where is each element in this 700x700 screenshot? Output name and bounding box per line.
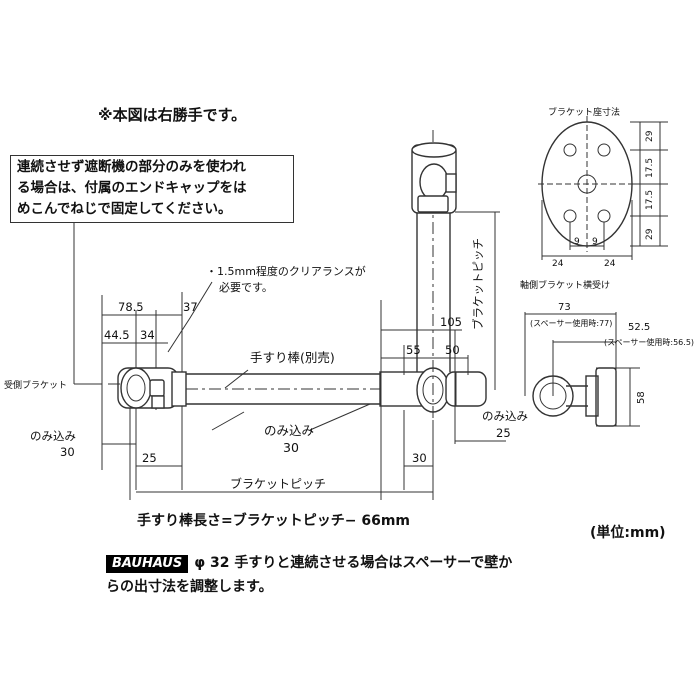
dim-73: 73 [558,302,571,313]
dim-30-mid: 30 [283,440,299,455]
clearance-note-1: ・1.5mm程度のクリアランスが [206,264,366,278]
dim-17-5-top: 17.5 [645,158,655,178]
dim-24-left: 24 [552,259,564,269]
dim-29-bottom: 29 [645,228,655,240]
dim-58: 58 [636,391,647,404]
dim-9-left: 9 [574,237,580,247]
dim-34: 34 [140,328,155,342]
end-cap-note-box: 連続させず遮断機の部分のみを使われ る場合は、付属のエンドキャップをは めこんで… [10,155,294,223]
handrail-bar-label: 手すり棒(別売) [250,350,335,365]
dim-78-5: 78.5 [118,300,144,314]
note-line-1: 連続させず遮断機の部分のみを使われ [17,159,246,175]
bar-length-formula: 手すり棒長さ=ブラケットピッチ− 66mm [137,513,410,529]
dim-105: 105 [440,315,462,329]
dim-24-right: 24 [604,259,616,269]
dim-25-left: 25 [142,451,157,465]
spacer-note-text: φ 32 手すりと連続させる場合はスペーサーで壁からの出寸法を調整します。 [106,555,513,595]
clearance-note-2: 必要です。 [219,281,273,294]
bracket-pitch-label: ブラケットピッチ [230,476,326,491]
shaft-side-title: 軸側ブラケット横受け [520,279,610,291]
dim-52-5: 52.5 [628,322,650,333]
dim-44-5: 44.5 [104,328,130,342]
dim-29-top: 29 [645,130,655,142]
spacer-56-5-note: (スペーサー使用時:56.5) [604,337,694,347]
dim-50: 50 [445,343,460,357]
insert-right-label: のみ込み [482,409,528,423]
dim-17-5-bottom: 17.5 [645,190,655,210]
bracket-pitch-vertical-label: ブラケットピッチ [471,238,485,330]
insert-mid-label: のみ込み [264,423,314,438]
unit-label: (単位:mm) [590,525,666,541]
brand-badge: BAUHAUS [106,555,189,573]
dim-37: 37 [183,300,198,314]
note-line-3: めこんでねじで固定してください。 [17,201,232,217]
dim-30-right: 30 [412,451,427,465]
right-hand-note: ※本図は右勝手です。 [98,106,247,124]
dim-25-right: 25 [496,426,511,440]
note-line-2: る場合は、付属のエンドキャップをは [17,180,247,196]
dim-9-right: 9 [592,237,598,247]
dim-30-left: 30 [60,445,75,459]
bracket-base-title: ブラケット座寸法 [548,106,620,118]
insert-left-label: のみ込み [30,429,76,443]
spacer-77-note: (スペーサー使用時:77) [530,318,612,328]
dim-55: 55 [406,343,421,357]
receiver-bracket-label: 受側ブラケット [4,379,67,391]
